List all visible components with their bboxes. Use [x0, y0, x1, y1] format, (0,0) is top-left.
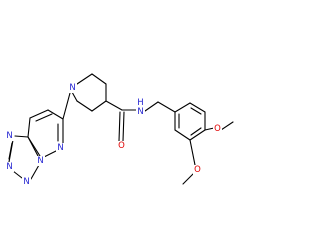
label-bg [5, 131, 14, 141]
label-bg [22, 177, 31, 187]
amide-nitrogen-label: N [137, 107, 143, 117]
piperidine-bond [91, 100, 107, 112]
triazole-bond [14, 135, 29, 138]
piperidine-bond [76, 100, 93, 112]
molecule-structure: N N N N N N N H O O O [5, 73, 234, 187]
label-bg [136, 107, 145, 117]
pyridazine-nitrogen-label: N [37, 156, 43, 166]
carbon-carbon-bond [105, 100, 123, 111]
benzene-double-bond [190, 127, 202, 136]
label-bg [68, 83, 77, 93]
pyridazine-double-bond [35, 113, 53, 122]
label-bg [5, 162, 14, 172]
benzene-bond [189, 102, 206, 113]
carbonyl-bond [118, 111, 121, 142]
pyridazine-bond [29, 109, 49, 119]
pyridazine-bond [27, 117, 31, 138]
molecule-canvas: N N N N N N N H O O O [5, 73, 234, 187]
methoxy-oxygen-label: O [194, 165, 201, 175]
pyridazine-nitrogen-label: N [57, 143, 63, 153]
chain-bond [144, 101, 159, 112]
carbonyl-oxygen-label: O [118, 141, 125, 151]
triazole-nitrogen-label: N [6, 162, 12, 172]
label-bg [213, 124, 222, 134]
triazole-bond [27, 136, 39, 157]
piperidine-bond [71, 91, 78, 102]
triazole-nitrogen-label: N [6, 131, 12, 141]
n-aryl-bond [62, 92, 71, 120]
piperidine-nitrogen-label: N [69, 83, 75, 93]
triazole-bond [12, 170, 23, 179]
pyridazine-bond [47, 109, 64, 120]
benzene-double-bond [190, 107, 202, 115]
methoxy-bond [189, 139, 196, 166]
label-bg [56, 143, 65, 153]
methoxy-bond [204, 127, 215, 131]
methoxy-oxygen-label: O [214, 124, 221, 134]
amide-hydrogen-label: H [137, 98, 143, 108]
methyl-bond [182, 173, 194, 185]
bond-layer [8, 73, 234, 185]
pyridazine-bond [43, 149, 59, 158]
atom-label-group: N N N N N N N H O O O [5, 83, 222, 187]
chain-bond [157, 101, 176, 113]
methyl-bond [220, 121, 234, 131]
piperidine-bond [76, 73, 93, 85]
benzene-bond [189, 129, 206, 141]
triazole-bond [30, 164, 40, 180]
label-bg [117, 141, 126, 151]
label-bg [193, 165, 202, 175]
triazole-double-bond [8, 142, 13, 160]
benzene-bond [174, 129, 191, 141]
benzene-bond [174, 102, 191, 113]
carbonyl-double-bond [122, 111, 125, 142]
label-bg [36, 156, 45, 166]
triazole-nitrogen-label: N [23, 177, 29, 187]
piperidine-bond [91, 73, 107, 85]
